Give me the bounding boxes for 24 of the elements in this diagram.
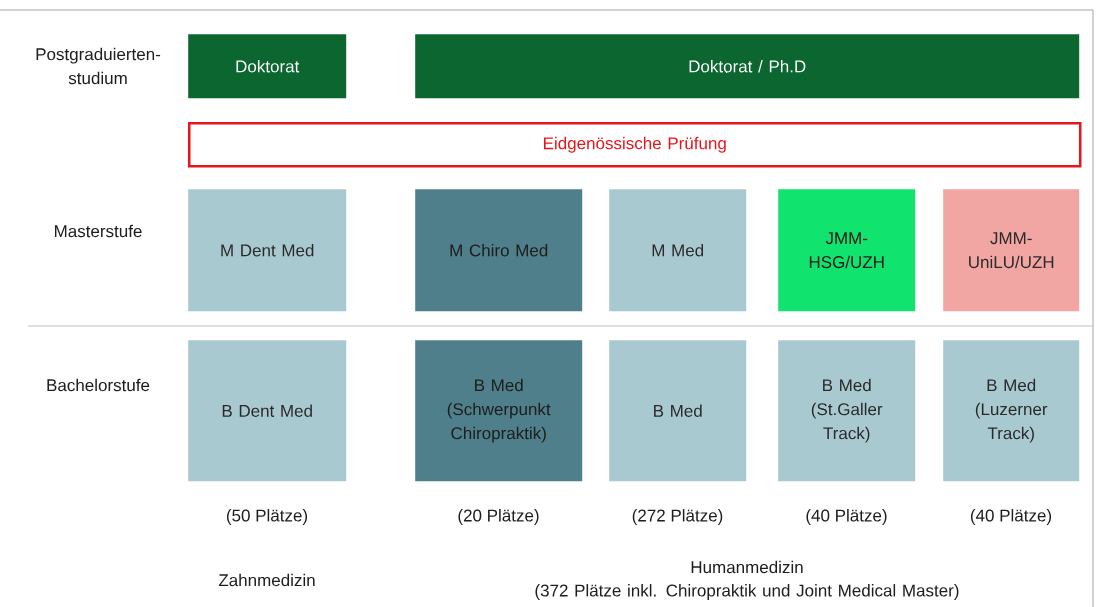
- capacity-label: (50 Plätze): [226, 509, 308, 525]
- exam-bar: Eidgenössische Prüfung: [188, 122, 1082, 168]
- level-box: B Med (Luzerner Track): [943, 340, 1080, 482]
- level-box: B Med (St.Galler Track): [778, 340, 916, 482]
- row-label: Masterstufe: [55, 224, 142, 238]
- row-label: (372 Plätze inkl. Chiropraktik und Joint Medical Master): [535, 584, 959, 600]
- capacity-label: (20 Plätze): [458, 509, 539, 525]
- capacity-label: (272 Plätze): [632, 509, 723, 525]
- level-box: M Med: [609, 189, 747, 312]
- level-box: B Med (Schwerpunkt Chiropraktik): [415, 340, 583, 482]
- level-box: Doktorat / Ph.D: [415, 34, 1080, 99]
- row-label: Postgraduierten- studium: [36, 47, 161, 85]
- level-box: B Dent Med: [188, 340, 347, 482]
- level-box: M Chiro Med: [415, 189, 583, 312]
- row-label: Zahnmedizin: [218, 573, 315, 587]
- level-box: JMM- UniLU/UZH: [943, 189, 1080, 312]
- row-label: Humanmedizin: [691, 560, 803, 574]
- level-box: JMM- HSG/UZH: [778, 189, 916, 312]
- level-box: Doktorat: [188, 34, 347, 99]
- capacity-label: (40 Plätze): [806, 509, 887, 525]
- level-box: B Med: [609, 340, 747, 482]
- row-label: Bachelorstufe: [47, 378, 150, 392]
- level-box: M Dent Med: [188, 189, 347, 312]
- capacity-label: (40 Plätze): [970, 509, 1052, 525]
